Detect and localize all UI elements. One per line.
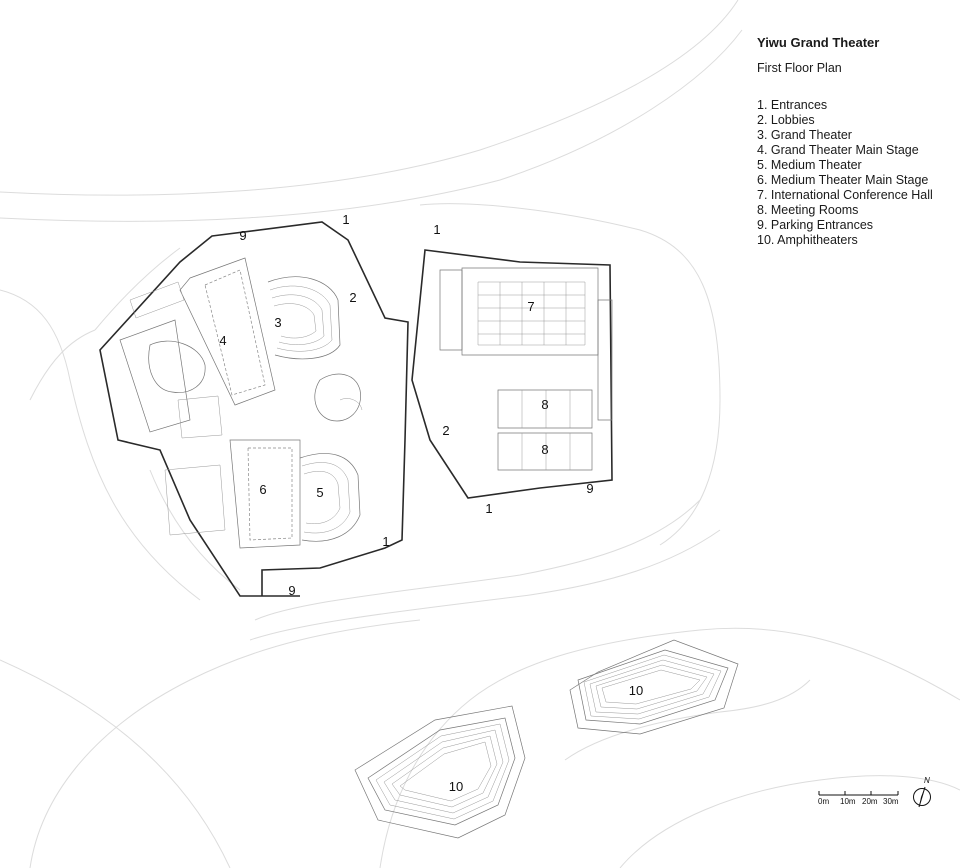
scale-tick-0: 0m bbox=[818, 797, 829, 806]
scale-tick-10: 10m bbox=[840, 797, 856, 806]
label-entrance-south-east: 1 bbox=[485, 501, 492, 516]
label-parking-north: 9 bbox=[239, 228, 246, 243]
plan-labels: 1 1 1 1 2 2 3 4 5 6 7 8 8 9 9 9 10 10 bbox=[219, 212, 643, 794]
legend-item: 10. Amphitheaters bbox=[757, 233, 858, 247]
label-meeting-rooms-lower: 8 bbox=[541, 442, 548, 457]
east-building bbox=[411, 249, 613, 499]
scale-tick-30: 30m bbox=[883, 797, 899, 806]
legend-item: 8. Meeting Rooms bbox=[757, 203, 859, 217]
label-medium-stage: 6 bbox=[259, 482, 266, 497]
label-grand-stage: 4 bbox=[219, 333, 226, 348]
label-meeting-rooms-upper: 8 bbox=[541, 397, 548, 412]
label-parking-south: 9 bbox=[288, 583, 295, 598]
legend-item: 3. Grand Theater bbox=[757, 128, 852, 142]
north-arrow-icon: N bbox=[913, 776, 931, 808]
label-lobby-west: 2 bbox=[349, 290, 356, 305]
legend-item: 7. International Conference Hall bbox=[757, 188, 933, 202]
label-medium-theater: 5 bbox=[316, 485, 323, 500]
plan-title: Yiwu Grand Theater bbox=[757, 35, 880, 50]
scale-bar: 0m 10m 20m 30m bbox=[818, 791, 899, 806]
label-parking-east: 9 bbox=[586, 481, 593, 496]
label-amphitheater-upper: 10 bbox=[629, 683, 643, 698]
legend-item: 5. Medium Theater bbox=[757, 158, 862, 172]
plan-subtitle: First Floor Plan bbox=[757, 61, 842, 75]
north-label: N bbox=[924, 776, 930, 785]
legend-item: 9. Parking Entrances bbox=[757, 218, 874, 232]
label-entrance-south-west: 1 bbox=[382, 534, 389, 549]
legend-list: 1. Entrances 2. Lobbies 3. Grand Theater… bbox=[757, 98, 933, 248]
amphitheater-lower bbox=[354, 705, 526, 839]
scale-tick-20: 20m bbox=[862, 797, 878, 806]
amphitheater-upper bbox=[569, 639, 739, 735]
label-grand-theater: 3 bbox=[274, 315, 281, 330]
legend-item: 4. Grand Theater Main Stage bbox=[757, 143, 919, 157]
legend-item: 1. Entrances bbox=[757, 98, 828, 112]
label-entrance-north-east: 1 bbox=[433, 222, 440, 237]
legend-item: 2. Lobbies bbox=[757, 113, 815, 127]
west-building bbox=[99, 221, 409, 597]
label-lobby-east: 2 bbox=[442, 423, 449, 438]
label-entrance-north-west: 1 bbox=[342, 212, 349, 227]
label-conference-hall: 7 bbox=[527, 299, 534, 314]
legend-item: 6. Medium Theater Main Stage bbox=[757, 173, 929, 187]
label-amphitheater-lower: 10 bbox=[449, 779, 463, 794]
